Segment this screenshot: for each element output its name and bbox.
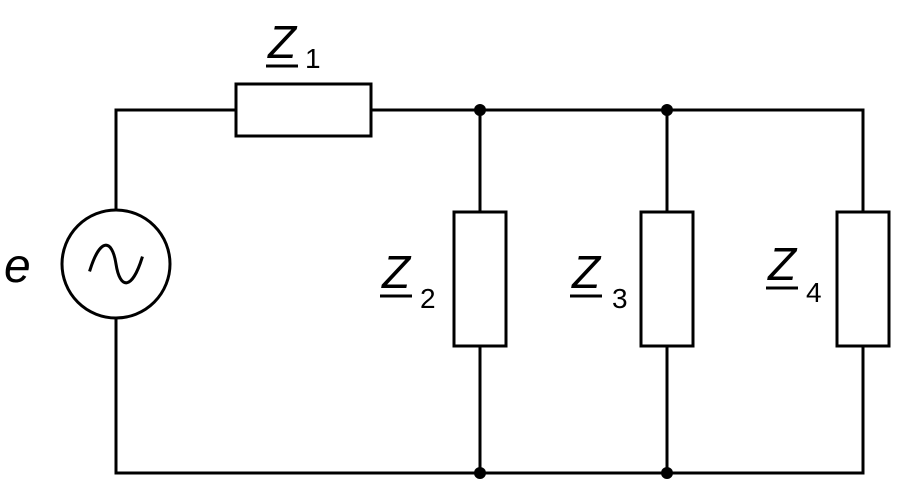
z1-box [234,82,373,138]
z1-letter: Z [267,16,298,68]
junction-dot [474,467,486,479]
z3-subscript: 3 [612,283,628,314]
junctions [474,104,673,479]
impedance-z3: Z 3 [570,210,695,348]
z3-letter: Z [571,246,602,298]
z1-subscript: 1 [305,43,321,74]
sine-wave-icon [88,243,144,285]
impedance-z1: Z 1 [234,16,373,138]
junction-dot [474,104,486,116]
impedance-z2: Z 2 [380,210,508,348]
z3-box [639,210,695,348]
wires [114,108,865,475]
junction-dot [661,467,673,479]
z2-subscript: 2 [420,283,436,314]
z2-box [452,210,508,348]
impedance-z4: Z 4 [766,210,891,348]
source-label: e [4,240,31,293]
ac-source: e [4,208,172,320]
z2-letter: Z [381,246,412,298]
z4-letter: Z [767,238,798,290]
z4-subscript: 4 [806,277,822,308]
z4-box [835,210,891,348]
junction-dot [661,104,673,116]
